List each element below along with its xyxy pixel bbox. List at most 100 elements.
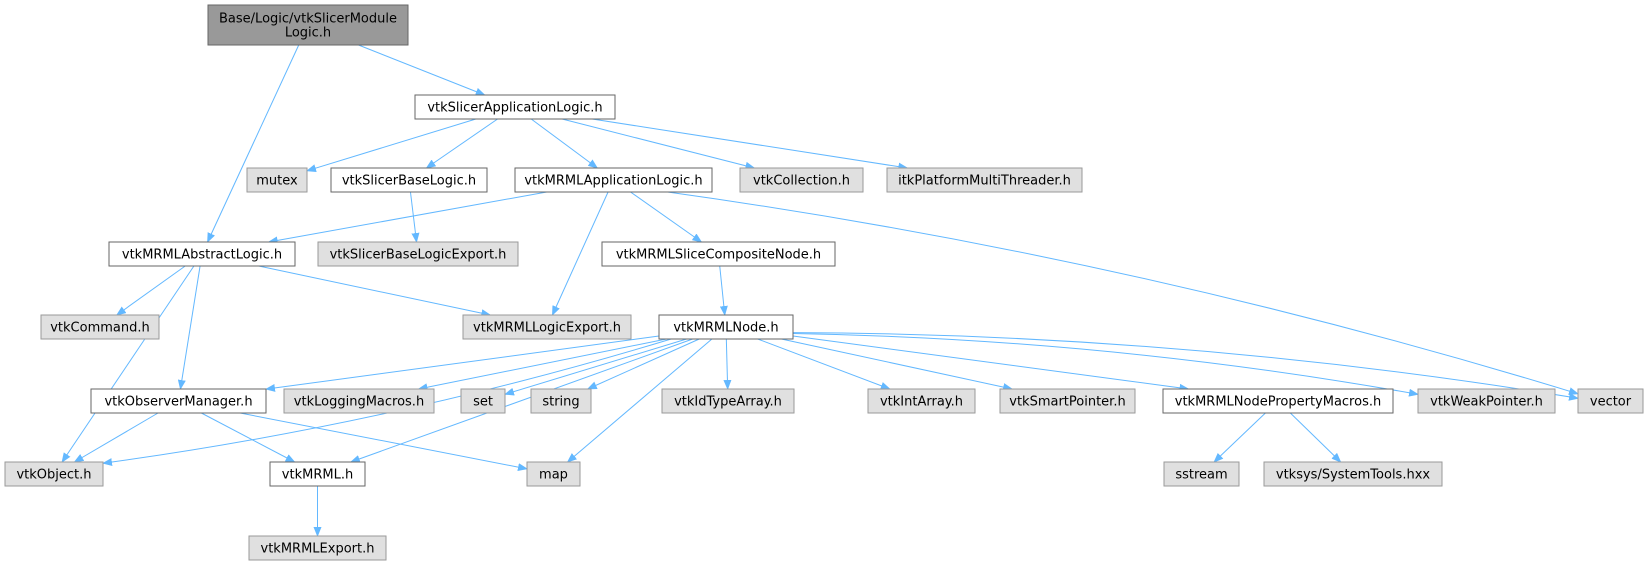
node-label: vtkMRMLLogicExport.h [473,321,621,336]
edge-mrmlnode-to-smartptr [781,338,1014,392]
node-box [999,388,1136,414]
node-collection: vtkCollection.h [739,167,864,193]
node-idtype: vtkIdTypeArray.h [661,388,795,414]
node-box [601,241,836,267]
node-observer[interactable]: vtkObserverManager.h [90,388,267,414]
node-smartptr: vtkSmartPointer.h [999,388,1136,414]
node-label: vtkSmartPointer.h [1009,395,1125,410]
node-label: map [539,468,568,483]
node-box [460,388,506,414]
node-box [269,461,366,487]
node-label: vtkIntArray.h [880,395,963,410]
node-string: string [530,388,592,414]
node-baseexport: vtkSlicerBaseLogicExport.h [317,241,519,267]
node-box [40,314,160,340]
node-label: vtkObserverManager.h [104,395,252,410]
node-label: vtkMRMLApplicationLogic.h [524,174,702,189]
node-label: vtkCollection.h [753,174,850,189]
edge-mrmlnode-to-logging [417,338,667,392]
edge-mrmlapp-to-logicexport [551,191,609,316]
edge-mrmlnode-to-idtype [723,338,732,390]
node-box [108,241,296,267]
node-box [462,314,632,340]
node-mrmlh[interactable]: vtkMRML.h [269,461,366,487]
node-propmacros[interactable]: vtkMRMLNodePropertyMacros.h [1162,388,1394,414]
node-box [90,388,267,414]
edge-mrmlnode-to-map [566,338,713,463]
node-box [1577,388,1644,414]
edge-abstract-to-object [61,265,195,463]
edge-mrmlnode-to-mrmlh [349,338,693,463]
node-label: itkPlatformMultiThreader.h [898,174,1071,189]
edge-mrmlapp-to-slicecomp [630,191,703,243]
node-label: vtkSlicerBaseLogic.h [342,174,476,189]
node-box [867,388,976,414]
edge-observer-to-map [240,412,528,472]
node-label: vtkLoggingMacros.h [294,395,424,410]
node-logging: vtkLoggingMacros.h [283,388,435,414]
edge-app-to-mrmlapp [530,118,599,169]
node-label: vtkMRMLExport.h [261,542,375,557]
node-box [283,388,435,414]
node-map: map [526,461,581,487]
node-mrmlexport: vtkMRMLExport.h [248,535,387,561]
node-box [658,314,794,340]
node-mrmlnode[interactable]: vtkMRMLNode.h [658,314,794,340]
edge-slicecomp-to-mrmlnode [719,265,728,316]
node-label: vtksys/SystemTools.hxx [1276,468,1431,483]
edge-app-to-baselogic [425,118,498,169]
node-box [1263,461,1443,487]
node-intarray: vtkIntArray.h [867,388,976,414]
node-label: Base/Logic/vtkSlicerModule [219,12,397,27]
edge-app-to-mutex [306,118,477,172]
node-set: set [460,388,506,414]
node-mutex: mutex [246,167,308,193]
node-box [530,388,592,414]
node-label: vtkCommand.h [50,321,150,336]
node-box [248,535,387,561]
node-box [526,461,581,487]
edge-root-to-abstract [207,44,300,243]
node-vector: vector [1577,388,1644,414]
edge-propmacros-to-systools [1289,412,1342,463]
edge-app-to-collection [561,118,756,170]
edge-mrmlnode-to-propmacros [792,335,1190,392]
node-label: vector [1590,395,1632,410]
node-label: mutex [256,174,298,189]
edge-mrmlnode-to-vector [792,332,1579,401]
node-mrmlapp[interactable]: vtkMRMLApplicationLogic.h [514,167,713,193]
node-weakptr: vtkWeakPointer.h [1417,388,1556,414]
edge-baselogic-to-baseexport [409,191,420,243]
node-box [4,461,104,487]
node-abstract[interactable]: vtkMRMLAbstractLogic.h [108,241,296,267]
node-box [514,167,713,193]
edge-propmacros-to-sstream [1213,412,1266,463]
edge-mrmlapp-to-vector [667,191,1579,395]
node-command: vtkCommand.h [40,314,160,340]
edge-observer-to-mrmlh [201,412,296,463]
edge-app-to-itkpmt [592,118,909,171]
node-slicecomp[interactable]: vtkMRMLSliceCompositeNode.h [601,241,836,267]
node-label: Logic.h [285,26,331,41]
edge-mrmlapp-to-abstract [267,191,547,245]
node-label: vtkWeakPointer.h [1430,395,1543,410]
node-box [1162,388,1394,414]
node-label: vtkMRMLSliceCompositeNode.h [616,248,821,263]
edge-mrmlnode-to-observer [265,335,660,392]
node-label: string [542,395,579,410]
edge-abstract-to-logicexport [258,265,492,318]
node-box [207,4,409,46]
node-box [739,167,864,193]
node-label: vtkIdTypeArray.h [674,395,782,410]
node-app[interactable]: vtkSlicerApplicationLogic.h [414,94,616,120]
node-label: vtkMRMLAbstractLogic.h [122,248,282,263]
node-sstream: sstream [1163,461,1240,487]
node-baselogic[interactable]: vtkSlicerBaseLogic.h [330,167,488,193]
node-box [661,388,795,414]
node-label: vtkMRMLNodePropertyMacros.h [1175,395,1381,410]
node-logicexport: vtkMRMLLogicExport.h [462,314,632,340]
node-label: sstream [1175,468,1227,483]
node-label: set [473,395,493,410]
